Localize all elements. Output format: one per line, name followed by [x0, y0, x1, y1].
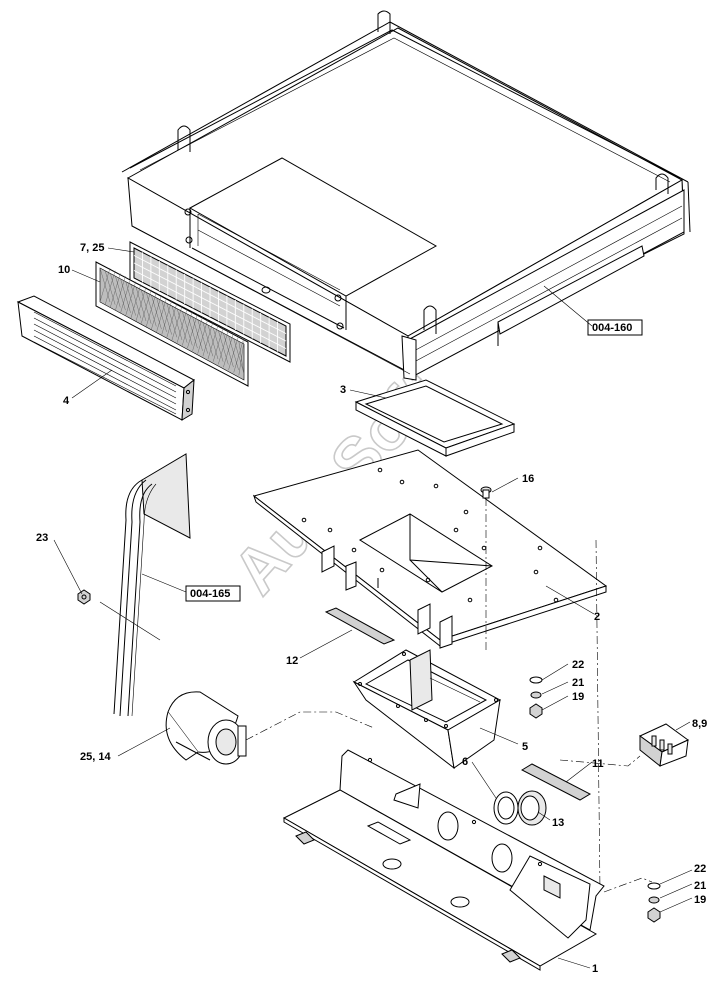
part-10-filter-mesh — [95, 261, 249, 387]
label-2: 2 — [594, 611, 600, 623]
ref-box-004-165 — [185, 585, 241, 602]
label-8-9: 8,9 — [692, 718, 707, 730]
part-5-housing — [352, 649, 502, 770]
roof-unit-assembly — [121, 10, 691, 381]
part-25-14-blower — [165, 691, 247, 765]
part-11-strip — [520, 763, 592, 801]
part-12-strip — [324, 607, 396, 645]
label-6: 6 — [462, 756, 468, 768]
part-23-nut — [77, 589, 91, 605]
label-16: 16 — [522, 473, 534, 485]
label-4: 4 — [63, 395, 70, 407]
label-12: 12 — [286, 655, 298, 667]
label-19-lower: 19 — [694, 894, 706, 906]
part-3-frame — [354, 379, 516, 457]
label-23: 23 — [36, 532, 48, 544]
part-4-louver-cover — [16, 295, 195, 421]
leader-lines — [53, 247, 693, 969]
label-13: 13 — [552, 817, 564, 829]
part-6-ring — [493, 791, 519, 825]
label-11: 11 — [592, 758, 604, 770]
fastener-stack-upper — [529, 539, 601, 891]
part-7-25-grille — [129, 241, 291, 363]
label-7-25: 7, 25 — [80, 242, 104, 254]
label-3: 3 — [340, 384, 346, 396]
label-19-upper: 19 — [572, 691, 584, 703]
label-22-lower: 22 — [694, 863, 706, 875]
part-16-bolt — [480, 486, 492, 650]
blower-axis-line — [245, 711, 375, 741]
label-21-upper: 21 — [572, 677, 584, 689]
fastener-stack-lower — [603, 877, 661, 923]
label-5: 5 — [522, 741, 528, 753]
label-10: 10 — [58, 264, 70, 276]
ref-box-004-160 — [587, 319, 643, 336]
label-25-14: 25, 14 — [80, 751, 111, 763]
label-21-lower: 21 — [694, 880, 706, 892]
label-1: 1 — [592, 963, 598, 975]
label-004-160: 004-160 — [592, 322, 632, 334]
connector-axis-line — [559, 755, 641, 767]
part-1-base-tray — [282, 749, 605, 971]
part-13-grommet — [517, 790, 547, 826]
label-22-upper: 22 — [572, 659, 584, 671]
side-panel-assembly — [99, 453, 191, 717]
label-004-165: 004-165 — [190, 588, 230, 600]
callout-labels: 7, 25 10 4 004-160 3 16 23 004-165 2 12 … — [36, 242, 707, 975]
part-2-mounting-plate — [252, 449, 608, 649]
part-8-9-connector — [639, 723, 689, 767]
